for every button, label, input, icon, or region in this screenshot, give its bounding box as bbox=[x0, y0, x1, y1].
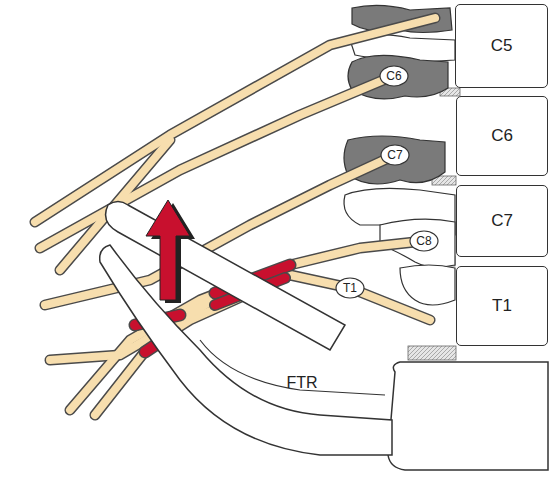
vertebra-name: C6 bbox=[491, 126, 513, 146]
root-circle-outline bbox=[336, 278, 364, 298]
rib bbox=[100, 245, 392, 455]
direction-arrow bbox=[146, 200, 190, 300]
root-circle-outline bbox=[380, 66, 408, 86]
vertebral-body: C6 bbox=[456, 96, 548, 176]
root-label: T1 bbox=[335, 277, 365, 299]
vertebra-name: C5 bbox=[491, 36, 513, 56]
root-label: C8 bbox=[409, 230, 439, 252]
vertebral-body: T1 bbox=[456, 266, 548, 346]
root-name: C7 bbox=[387, 148, 402, 162]
nerve-group bbox=[35, 18, 435, 415]
root-circle-outline bbox=[381, 145, 409, 165]
root-circle-outline bbox=[410, 231, 438, 251]
vertebral-body bbox=[388, 362, 548, 470]
rib-label: FTR bbox=[270, 370, 334, 396]
root-name: C8 bbox=[416, 234, 431, 248]
root-name: C6 bbox=[386, 69, 401, 83]
root-label: C7 bbox=[380, 144, 410, 166]
root-name: T1 bbox=[343, 281, 357, 295]
vertebra-name: C7 bbox=[491, 211, 513, 231]
disc bbox=[408, 346, 456, 360]
muscle-band bbox=[106, 202, 345, 351]
transverse-process bbox=[400, 265, 455, 305]
vertebral-body: C5 bbox=[455, 4, 548, 88]
root-label: C6 bbox=[379, 65, 409, 87]
rib-edge bbox=[200, 340, 385, 395]
vertebra-name: T1 bbox=[492, 296, 512, 316]
vertebral-body: C7 bbox=[456, 185, 548, 257]
rib-name: FTR bbox=[286, 374, 317, 392]
